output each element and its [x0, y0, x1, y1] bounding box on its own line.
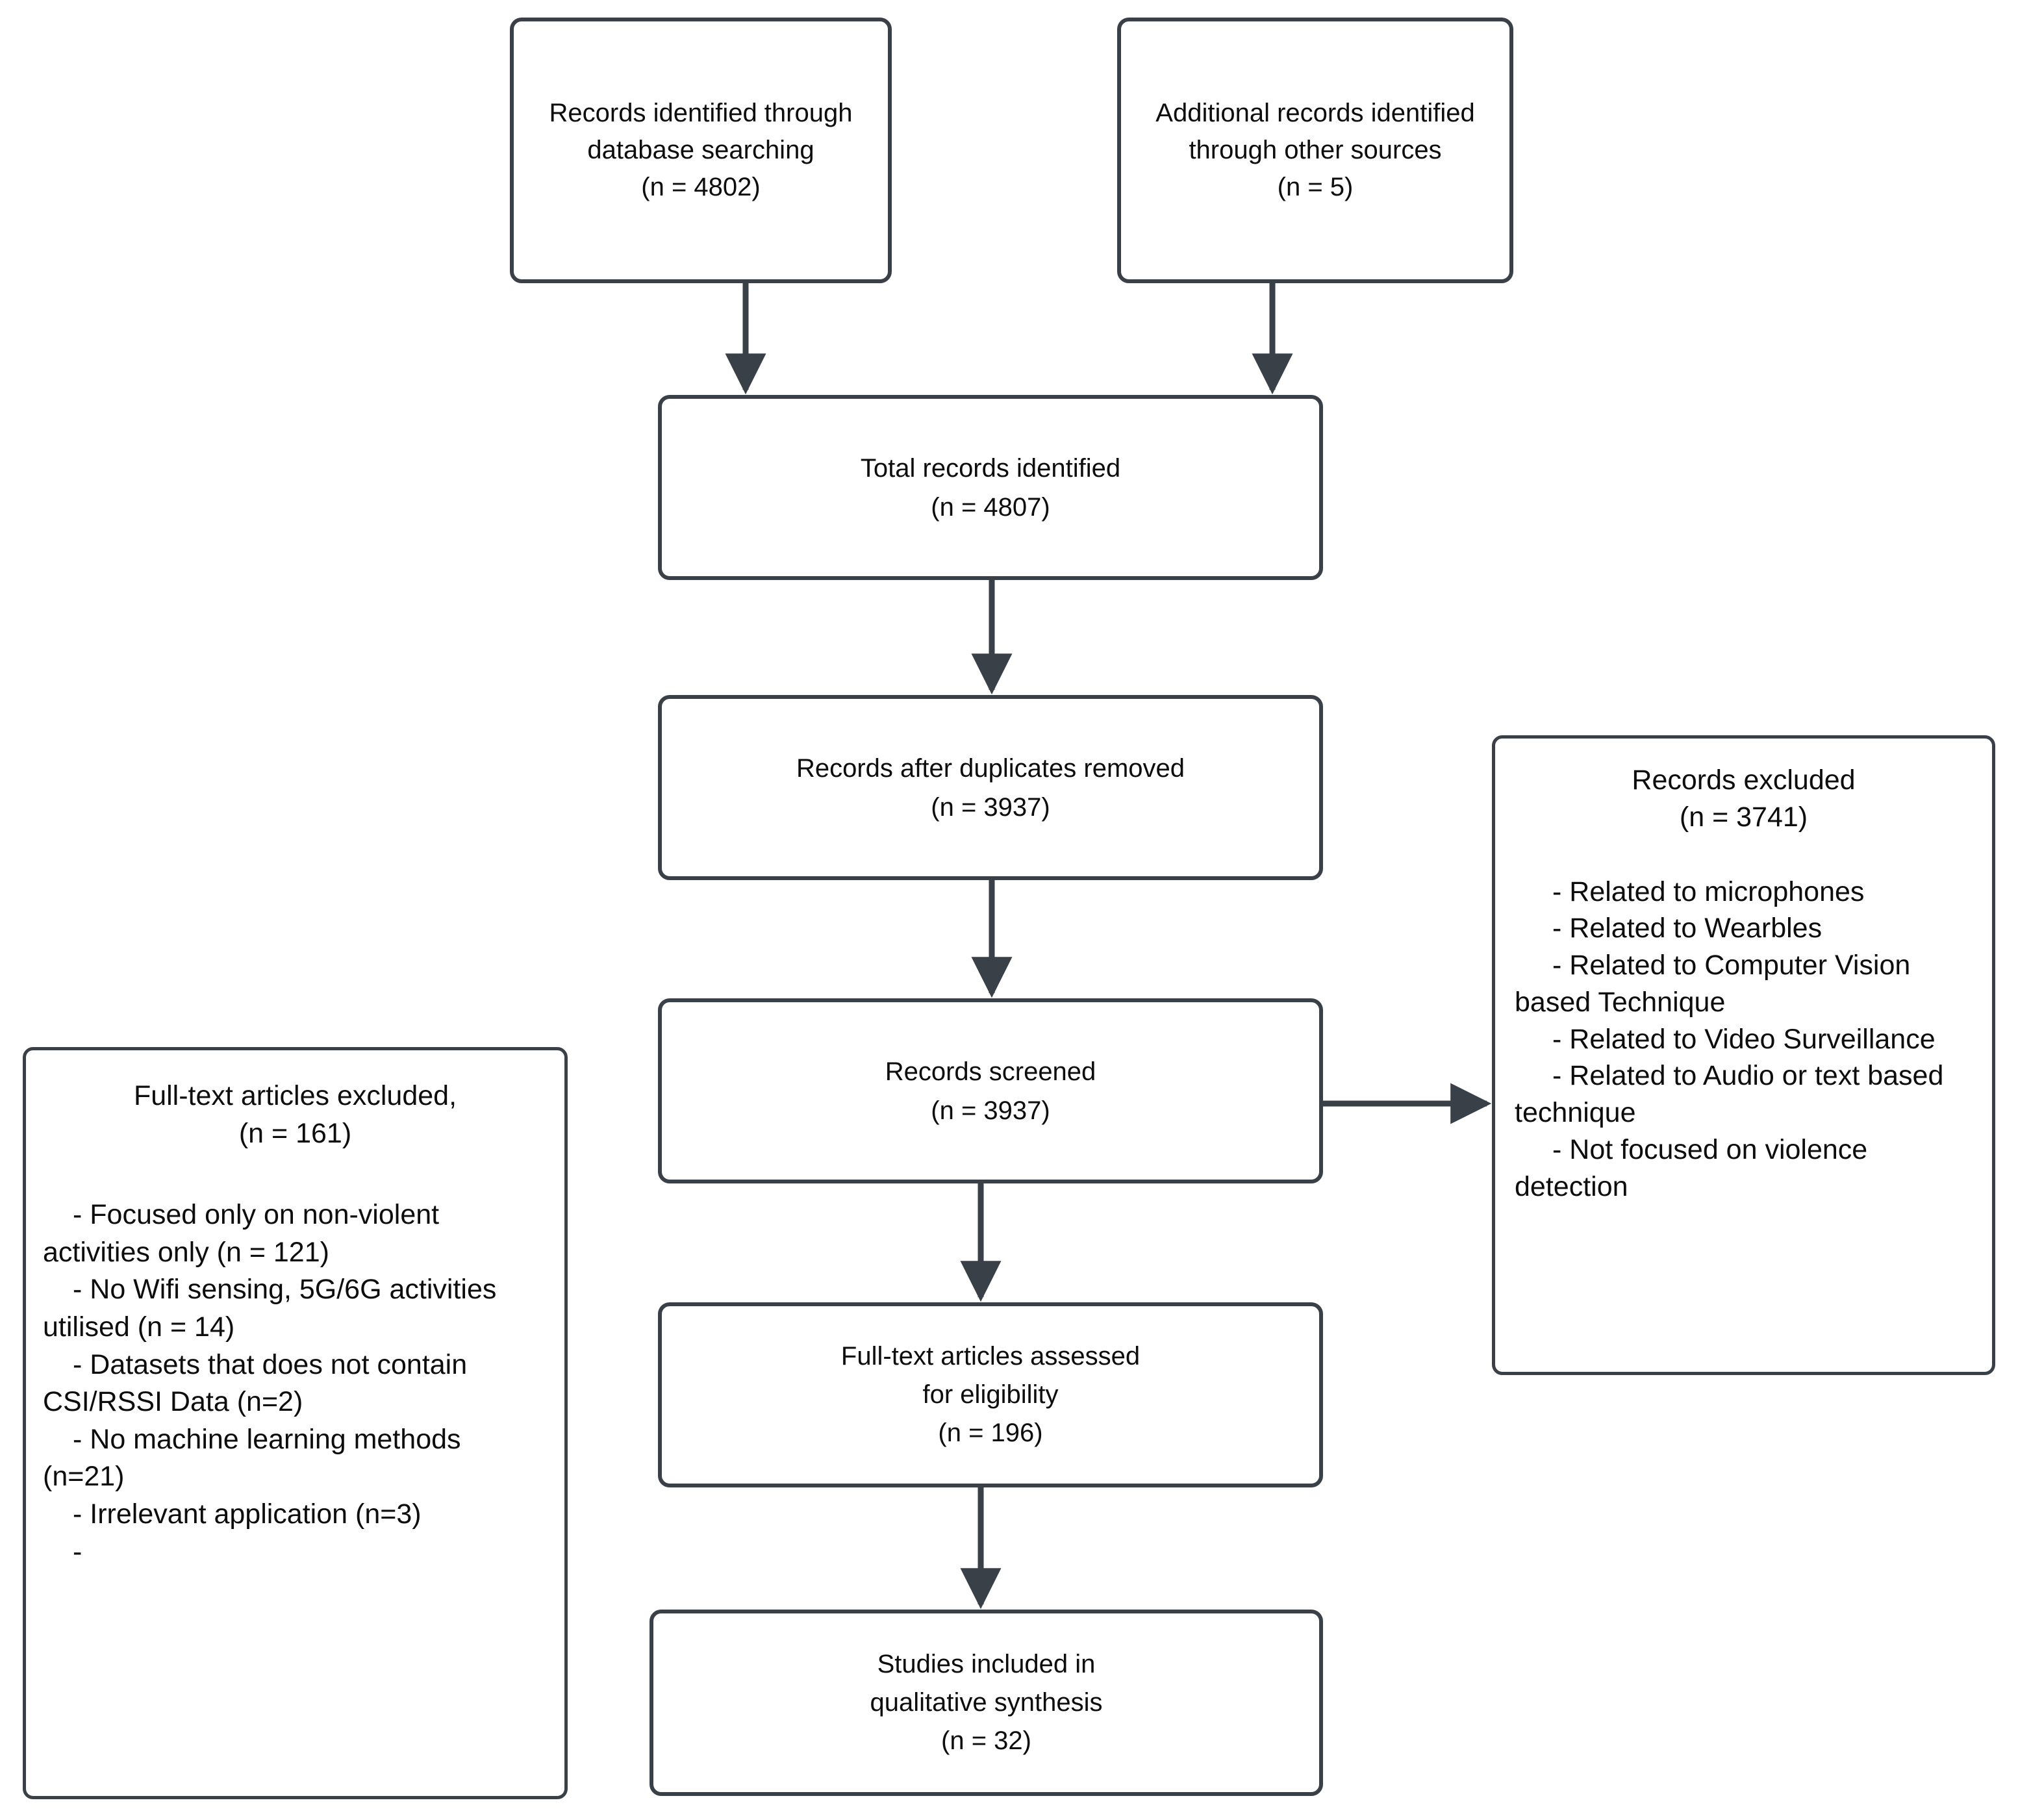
node-line: Full-text articles excluded,	[133, 1080, 457, 1111]
node-count: (n = 3937)	[931, 1096, 1050, 1125]
list-item: - Related to Wearbles	[1552, 913, 1823, 944]
list-item: - Irrelevant application (n=3)	[73, 1498, 422, 1530]
node-records-excluded: Records excluded (n = 3741) - Related to…	[1492, 735, 1995, 1375]
node-additional-records-other-sources: Additional records identified through ot…	[1117, 18, 1513, 283]
list-item: - Datasets that does not contain CSI/RSS…	[43, 1348, 468, 1418]
node-count: (n = 5)	[1277, 172, 1354, 201]
node-studies-included-qualitative-synthesis: Studies included in qualitative synthesi…	[650, 1610, 1323, 1796]
node-line: Total records identified	[860, 453, 1121, 483]
list-item: - Related to Computer Vision based Techn…	[1515, 950, 1911, 1018]
node-count: (n = 32)	[941, 1726, 1031, 1756]
node-fulltext-articles-assessed-for-eligibility: Full-text articles assessed for eligibil…	[658, 1302, 1323, 1487]
node-line: Additional records identified	[1155, 99, 1475, 128]
records-excluded-reason-list: - Related to microphones - Related to We…	[1515, 874, 1973, 1206]
node-line: Full-text articles assessed	[840, 1341, 1141, 1371]
node-line: Records identified through	[549, 99, 853, 128]
node-line: through other sources	[1189, 136, 1442, 165]
list-item: -	[73, 1536, 82, 1567]
fulltext-excluded-reason-list: - Focused only on non-violent activities…	[43, 1196, 548, 1571]
node-count: (n = 3937)	[931, 792, 1050, 822]
list-item: - Related to Audio or text based techniq…	[1515, 1060, 1944, 1128]
node-line: qualitative synthesis	[870, 1687, 1103, 1717]
node-records-identified-database-searching: Records identified through database sear…	[510, 18, 892, 283]
list-item: - Related to microphones	[1552, 876, 1865, 907]
node-total-records-identified: Total records identified (n = 4807)	[658, 395, 1323, 580]
list-item: - No machine learning methods (n=21)	[43, 1423, 461, 1493]
node-line: Records excluded	[1632, 765, 1856, 796]
node-count: (n = 4807)	[931, 492, 1050, 522]
node-records-after-duplicates-removed: Records after duplicates removed (n = 39…	[658, 695, 1323, 880]
node-count: (n = 196)	[938, 1419, 1043, 1448]
list-item: - Related to Video Surveillance	[1552, 1023, 1936, 1055]
list-item: - Not focused on violence detection	[1515, 1133, 1868, 1202]
node-count: (n = 3741)	[1679, 801, 1808, 833]
node-count: (n = 4802)	[641, 172, 761, 201]
node-records-screened: Records screened (n = 3937)	[658, 998, 1323, 1183]
node-line: for eligibility	[922, 1380, 1059, 1409]
node-line: database searching	[587, 136, 814, 165]
list-item: - No Wifi sensing, 5G/6G activities util…	[43, 1274, 497, 1343]
node-line: Records after duplicates removed	[796, 753, 1185, 783]
node-count: (n = 161)	[238, 1117, 352, 1149]
node-line: Studies included in	[877, 1649, 1096, 1678]
list-item: - Focused only on non-violent activities…	[43, 1199, 440, 1268]
node-line: Records screened	[885, 1057, 1096, 1086]
node-fulltext-articles-excluded: Full-text articles excluded, (n = 161) -…	[23, 1047, 568, 1799]
